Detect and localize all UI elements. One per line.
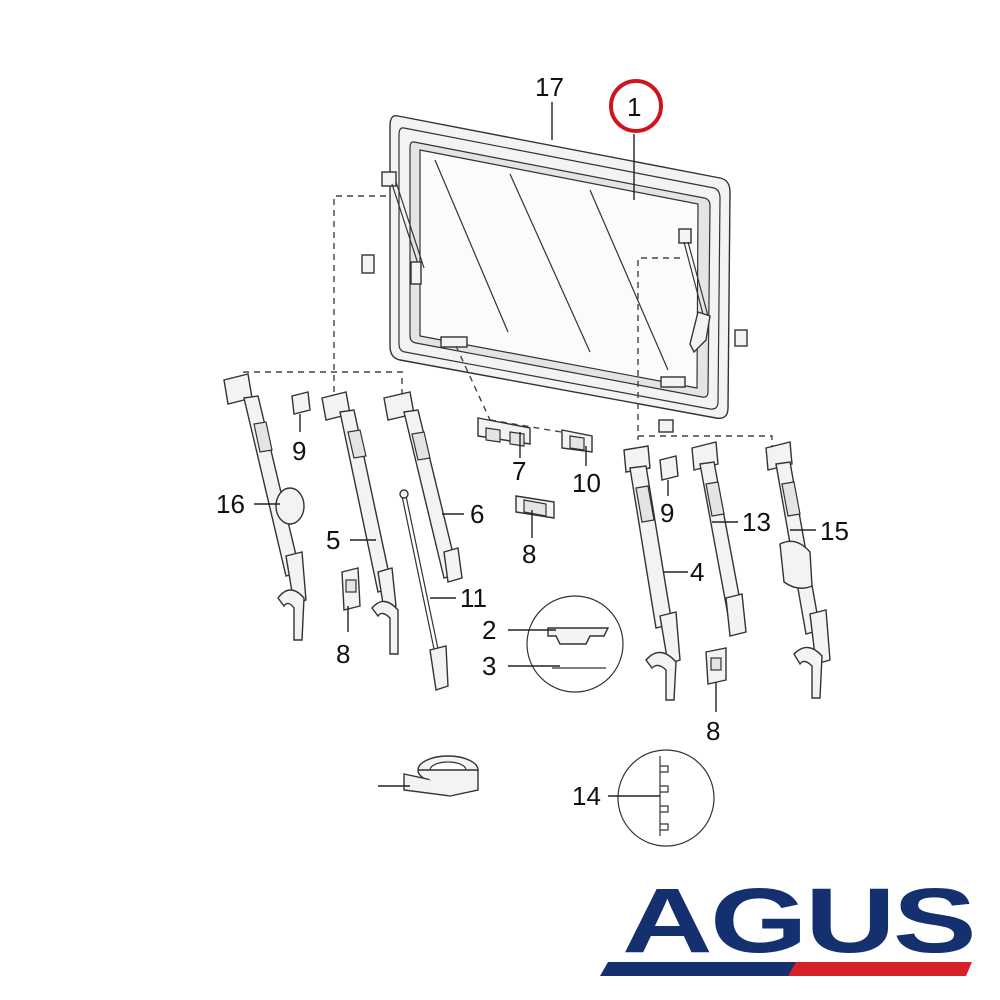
callout-9-left: 9 bbox=[292, 436, 306, 466]
detail-circle-2-3 bbox=[526, 595, 624, 693]
callout-15: 15 bbox=[820, 516, 849, 546]
callout-16: 16 bbox=[216, 489, 245, 519]
callout-8-center: 8 bbox=[522, 539, 536, 569]
logo-stripe-navy bbox=[600, 962, 800, 976]
callout-10: 10 bbox=[572, 468, 601, 498]
callout-1: 1 bbox=[627, 92, 641, 122]
callout-12: 11 bbox=[460, 583, 487, 613]
stay-13 bbox=[691, 441, 747, 637]
callout-6: 6 bbox=[470, 499, 484, 529]
callout-8-right: 8 bbox=[706, 716, 720, 746]
highlight-circle bbox=[609, 79, 663, 133]
rod-12 bbox=[399, 489, 449, 691]
tape-roll-17 bbox=[403, 755, 479, 797]
callout-labels: 17 1 9 7 10 16 6 9 13 15 5 8 4 11 2 8 3 … bbox=[216, 72, 849, 811]
clip-9-right bbox=[659, 455, 679, 481]
frame-stay-left bbox=[361, 171, 425, 285]
stay-15 bbox=[765, 441, 831, 699]
stay-4 bbox=[623, 445, 681, 701]
leader-lines bbox=[254, 102, 816, 797]
callout-2: 2 bbox=[482, 615, 496, 645]
callout-9-right: 9 bbox=[660, 498, 674, 528]
stay-6 bbox=[383, 391, 463, 583]
logo-stripe-red bbox=[788, 962, 972, 976]
bracket-8-center bbox=[515, 495, 555, 519]
stay-5 bbox=[321, 391, 399, 655]
logo-wordmark: AGUS bbox=[622, 870, 974, 972]
agus-logo: AGUS bbox=[600, 870, 976, 976]
bracket-8-right bbox=[705, 647, 727, 685]
bracket-8-left bbox=[341, 567, 361, 611]
callout-13: 13 bbox=[742, 507, 771, 537]
callout-3: 3 bbox=[482, 651, 496, 681]
callout-8-left: 8 bbox=[336, 639, 350, 669]
clip-9-left bbox=[291, 391, 311, 415]
window-frame bbox=[389, 115, 731, 419]
callout-14: 14 bbox=[572, 781, 601, 811]
callout-4: 4 bbox=[690, 557, 704, 587]
hinge-7 bbox=[477, 417, 531, 447]
callout-5: 5 bbox=[326, 525, 340, 555]
callout-7: 7 bbox=[512, 456, 526, 486]
stay-16 bbox=[223, 373, 307, 641]
frame-stay-right bbox=[440, 228, 748, 433]
hinge-10 bbox=[561, 429, 593, 453]
detail-circle-14 bbox=[617, 749, 715, 847]
callout-11: 17 bbox=[535, 72, 564, 102]
